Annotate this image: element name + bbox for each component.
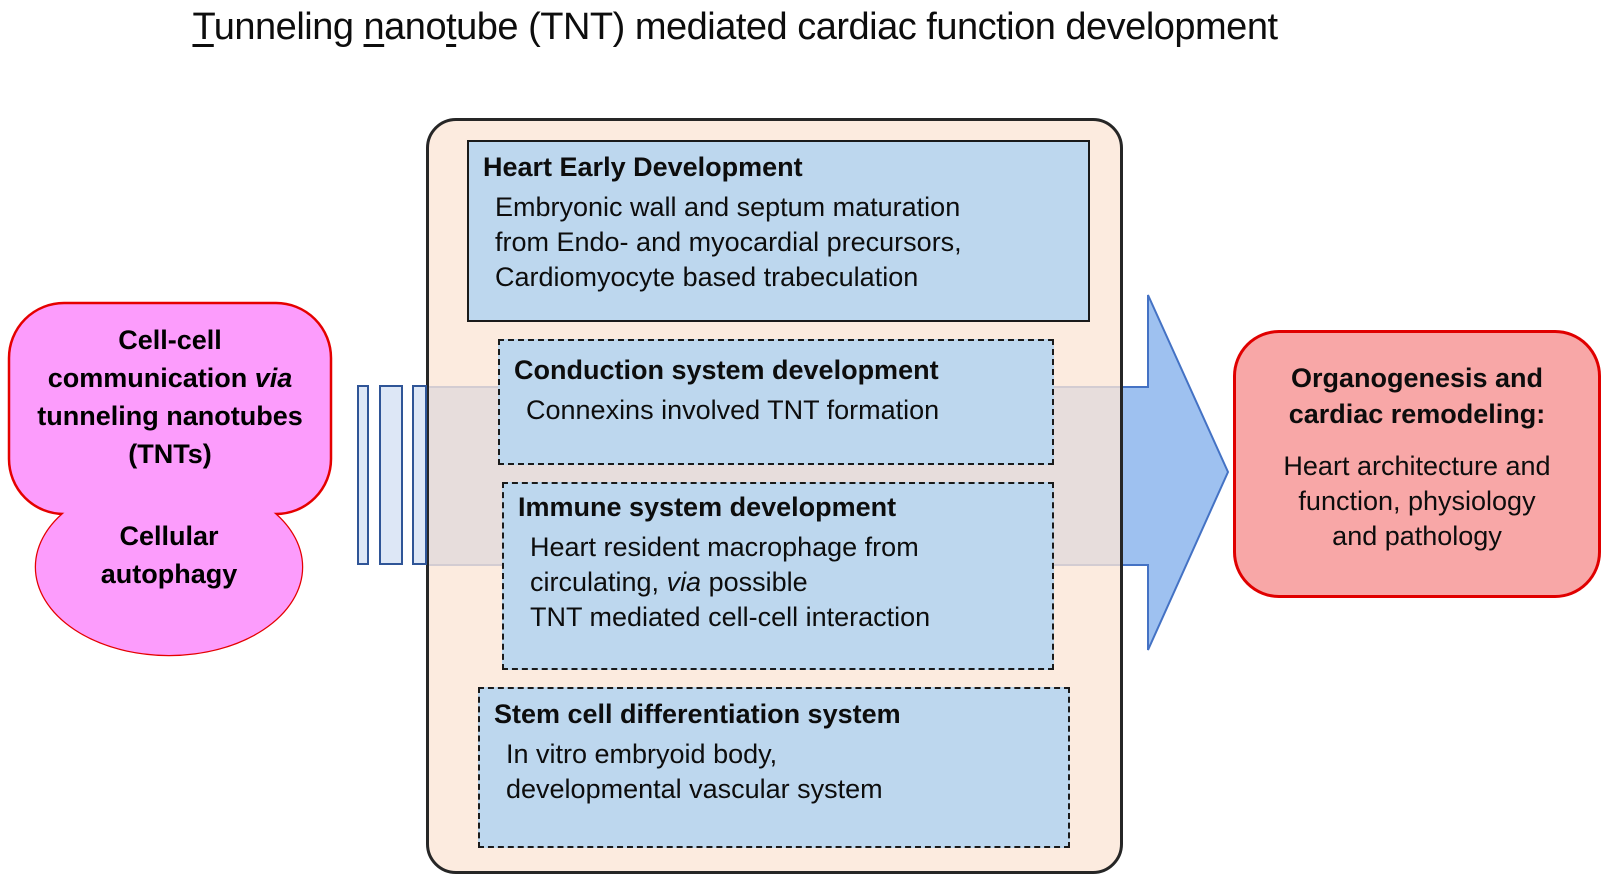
- connector-bar-1: [357, 385, 369, 565]
- connector-bar-3: [412, 385, 427, 565]
- box-conduction-system-title: Conduction system development: [514, 355, 939, 385]
- box-heart-early-development: Heart Early Development Embryonic wall a…: [467, 140, 1090, 322]
- box-immune-system-title: Immune system development: [518, 492, 897, 522]
- box-stem-cell-differentiation: Stem cell differentiation system In vitr…: [478, 687, 1070, 848]
- box-heart-early-development-title: Heart Early Development: [483, 152, 803, 182]
- connector-bar-2: [379, 385, 403, 565]
- box-conduction-system: Conduction system development Connexins …: [498, 339, 1054, 465]
- box-immune-system: Immune system development Heart resident…: [502, 482, 1054, 670]
- box-stem-cell-differentiation-title: Stem cell differentiation system: [494, 699, 901, 729]
- box-stem-cell-differentiation-body: In vitro embryoid body,developmental vas…: [506, 739, 883, 804]
- box-conduction-system-body: Connexins involved TNT formation: [526, 395, 940, 425]
- diagram-title: Tunneling nanotube (TNT) mediated cardia…: [192, 6, 1278, 48]
